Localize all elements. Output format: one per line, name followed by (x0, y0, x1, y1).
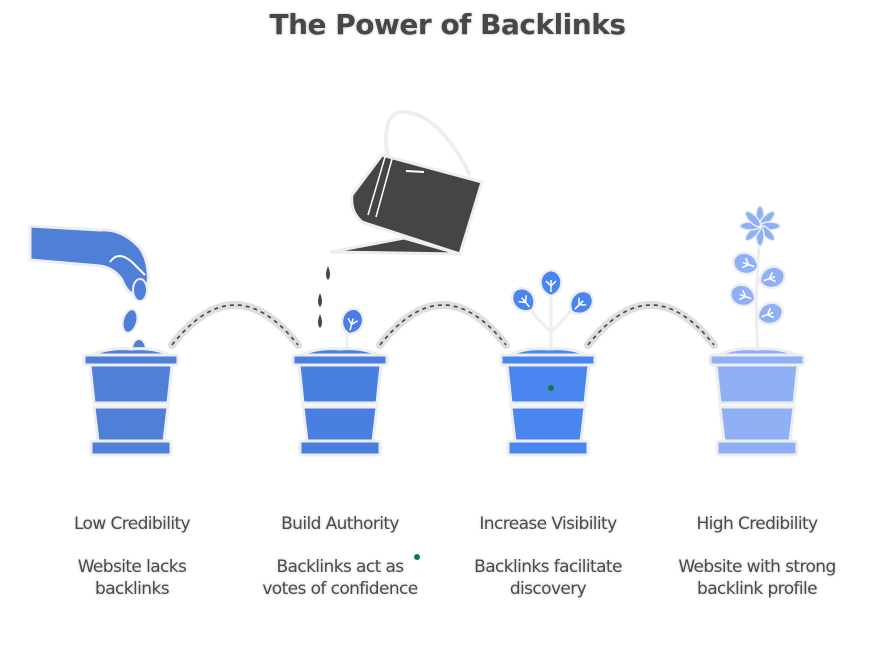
connector-arcs (168, 301, 718, 349)
sprout-icon (337, 304, 368, 352)
stage-2-heading: Build Authority (281, 514, 399, 534)
marker-dot (414, 554, 420, 560)
stage-4-description: Website with strong backlink profile (657, 556, 857, 600)
stage-1-heading: Low Credibility (73, 514, 191, 534)
stage-1-description: Website lacks backlinks (32, 556, 232, 600)
stage-2-description-line2: votes of confidence (262, 579, 418, 599)
stage-4-description-line1: Website with strong (678, 557, 836, 577)
stage-3-heading: Increase Visibility (479, 514, 617, 534)
stage-2-description-line1: Backlinks act as (276, 557, 404, 577)
stage-1-description-line1: Website lacks (77, 557, 187, 577)
flowering-plant-icon (725, 205, 790, 353)
pot-stage-4 (708, 347, 806, 457)
watering-can-icon (318, 109, 484, 328)
marker-dot (548, 385, 554, 391)
stage-1-description-line2: backlinks (95, 579, 170, 599)
growing-plant-icon (505, 268, 600, 352)
diagram-title: The Power of Backlinks (269, 8, 626, 41)
pot-stage-3 (499, 347, 597, 457)
stage-3-description-line2: discovery (509, 579, 587, 599)
hand-seed-icon (28, 224, 150, 362)
stage-3-description: Backlinks facilitate discovery (448, 556, 648, 600)
stage-4-heading: High Credibility (696, 514, 818, 534)
stage-2-description: Backlinks act as votes of confidence (240, 556, 440, 600)
pot-stage-1 (82, 347, 180, 457)
stage-4-description-line2: backlink profile (697, 579, 818, 599)
stage-3-description-line1: Backlinks facilitate (474, 557, 622, 577)
pot-stage-2 (291, 347, 389, 457)
